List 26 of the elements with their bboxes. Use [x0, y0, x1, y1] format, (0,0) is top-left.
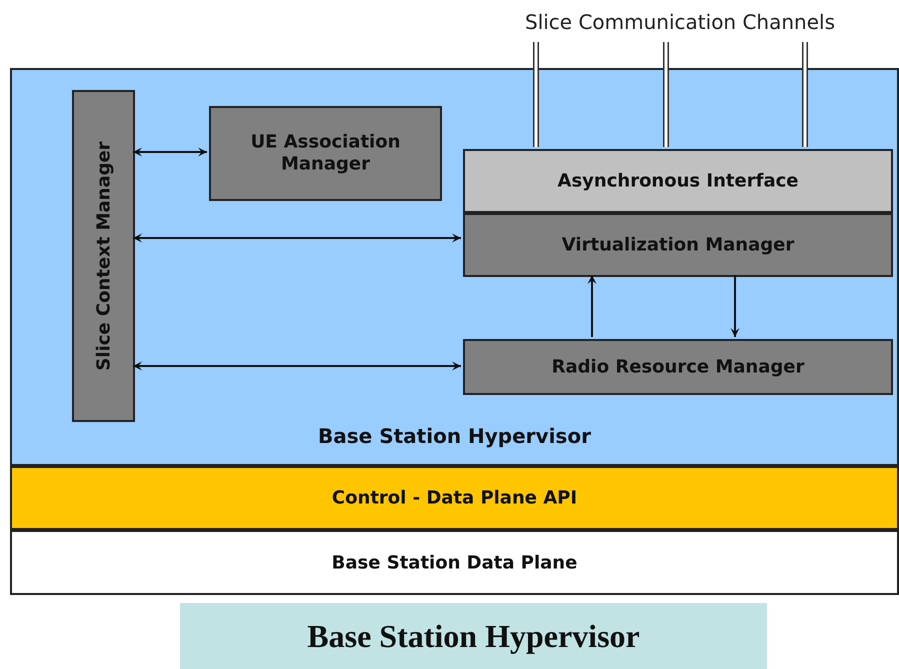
box-label: Virtualization Manager — [560, 234, 796, 256]
box-label: UE Association Manager — [250, 131, 402, 176]
hypervisor-panel — [10, 68, 899, 466]
interface-box — [463, 149, 893, 213]
manager-box — [72, 90, 135, 422]
channel-line — [802, 42, 808, 147]
arrow — [588, 275, 596, 337]
box-label: Radio Resource Manager — [550, 356, 806, 378]
box-label: Slice Context Manager — [93, 141, 114, 371]
channel-line — [663, 42, 669, 147]
manager-box — [463, 213, 893, 277]
box-label: Asynchronous Interface — [556, 170, 800, 192]
channels-label: Slice Communication Channels — [524, 10, 836, 34]
arrow — [133, 362, 461, 370]
caption: Base Station Hypervisor — [307, 618, 640, 654]
box-label: Base Station Hypervisor — [317, 424, 592, 448]
channel-line — [533, 42, 539, 147]
arrow — [133, 148, 207, 156]
arrow — [730, 275, 740, 337]
manager-box — [209, 106, 442, 201]
arrow — [133, 234, 461, 242]
box-label: Control - Data Plane API — [330, 488, 578, 508]
api-band — [10, 466, 899, 530]
box-label: Base Station Data Plane — [330, 552, 578, 573]
data-plane-band — [10, 530, 899, 595]
manager-box — [463, 339, 893, 395]
